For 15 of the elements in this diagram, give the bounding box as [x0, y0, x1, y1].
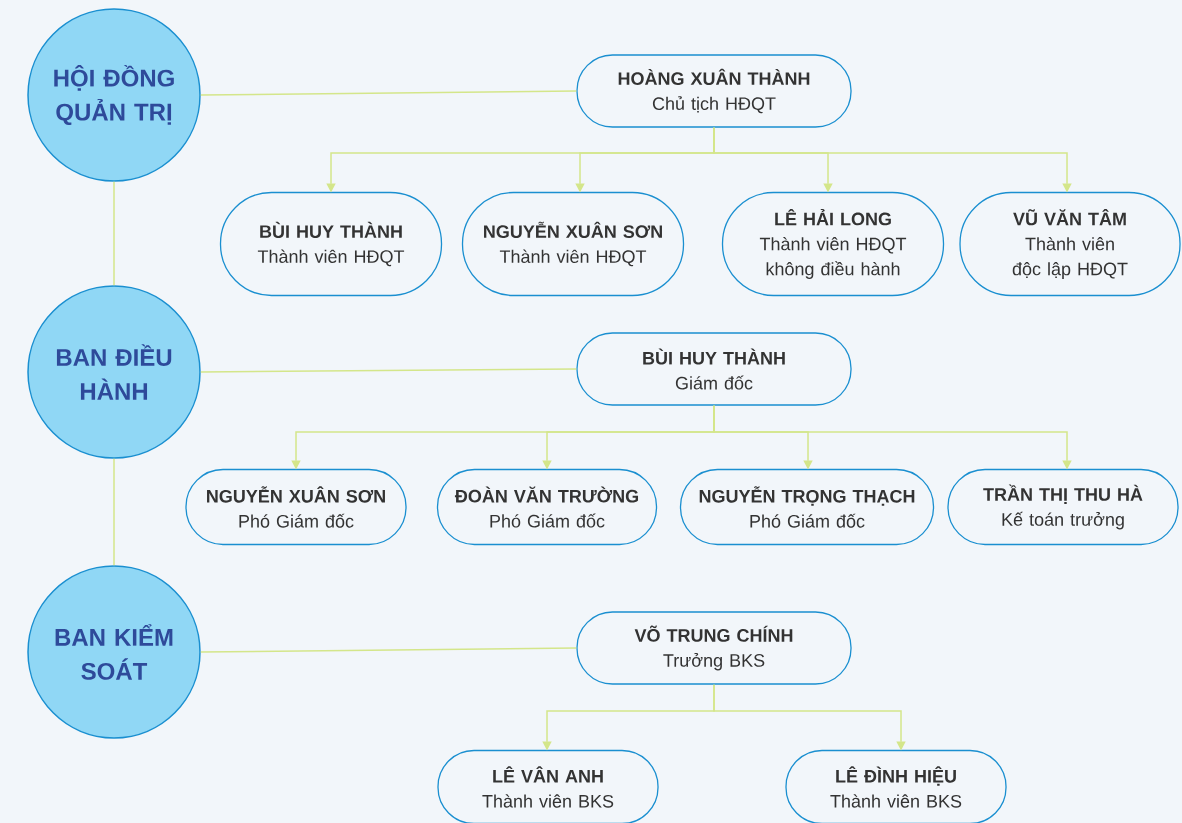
- person-box: TRẦN THỊ THU HÀ Kế toán trưởng: [947, 468, 1179, 546]
- person-box: NGUYỄN TRỌNG THẠCH Phó Giám đốc: [679, 468, 935, 546]
- person-box: ĐOÀN VĂN TRƯỜNG Phó Giám đốc: [436, 468, 658, 546]
- person-box: LÊ VÂN ANH Thành viên BKS: [437, 749, 659, 823]
- person-box: LÊ ĐÌNH HIỆU Thành viên BKS: [785, 749, 1007, 823]
- connector: [200, 90, 578, 96]
- person-box: NGUYỄN XUÂN SƠN Phó Giám đốc: [185, 468, 407, 546]
- person-box: BÙI HUY THÀNH Giám đốc: [576, 332, 852, 406]
- connector: [200, 368, 578, 373]
- person-box: VÕ TRUNG CHÍNH Trưởng BKS: [576, 611, 852, 685]
- connector: [113, 181, 115, 286]
- connector: [200, 647, 578, 653]
- person-box: HOÀNG XUÂN THÀNH Chủ tịch HĐQT: [576, 54, 852, 128]
- person-box: VŨ VĂN TÂM Thành viên độc lập HĐQT: [959, 191, 1181, 297]
- connector: [113, 458, 115, 566]
